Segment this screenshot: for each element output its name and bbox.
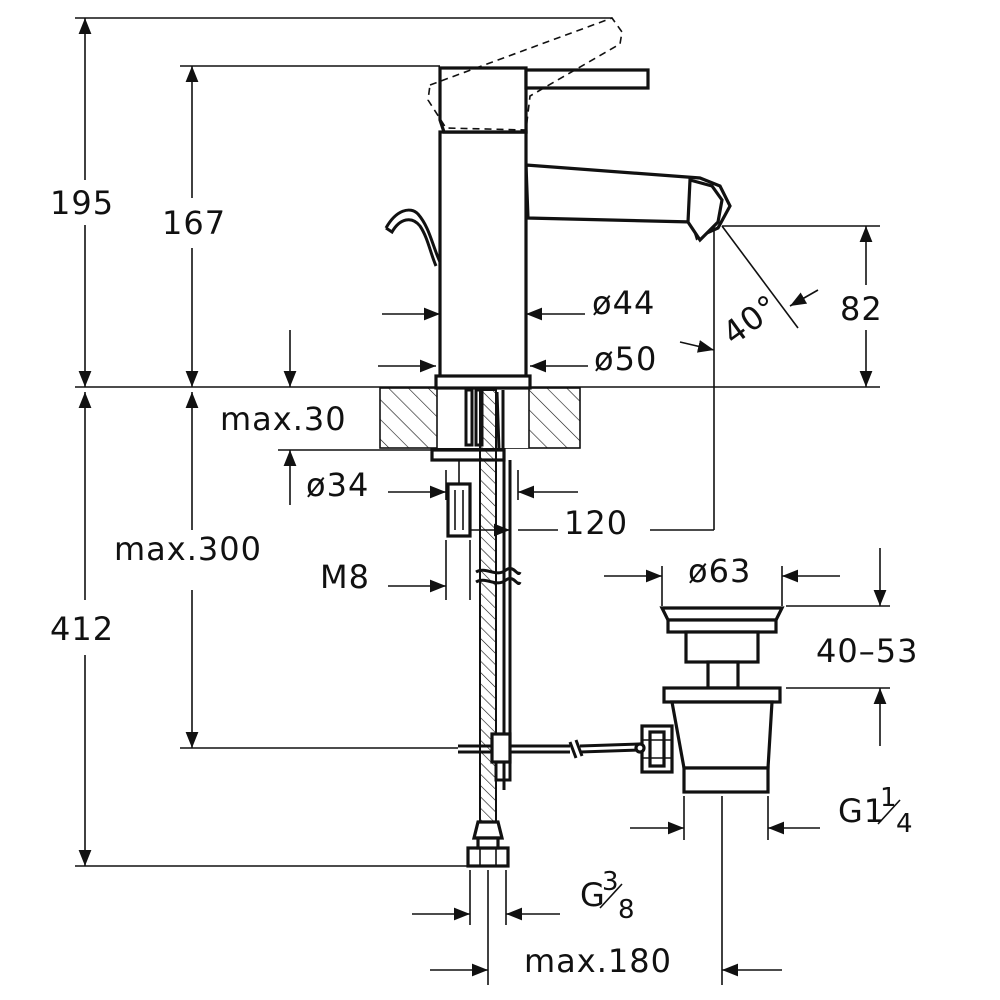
linkage-rod — [458, 732, 641, 782]
flex-hose — [466, 389, 522, 868]
label-max-thickness: max.30 — [220, 400, 347, 438]
svg-text:1: 1 — [880, 783, 897, 813]
label-diam-plug: ø63 — [688, 552, 751, 590]
label-max-offset: max.180 — [524, 942, 672, 980]
shank-assembly — [430, 388, 512, 790]
label-diam-body: ø44 — [592, 284, 655, 322]
label-hose-thread: G 3 8 — [580, 867, 635, 925]
faucet-body — [384, 17, 732, 390]
svg-text:3: 3 — [602, 867, 619, 897]
svg-text:G1: G1 — [838, 792, 885, 830]
label-spout-height: 82 — [840, 290, 883, 328]
label-diam-base: ø50 — [594, 340, 657, 378]
label-diam-shank: ø34 — [306, 466, 369, 504]
waste-valve — [634, 606, 785, 794]
label-below-total: 412 — [50, 610, 114, 648]
label-max-depth: max.300 — [114, 530, 262, 568]
svg-text:4: 4 — [896, 809, 913, 839]
label-plug-range: 40–53 — [816, 632, 918, 670]
label-waste-thread: G1 1 4 — [838, 783, 913, 839]
label-thread-rod: M8 — [320, 558, 370, 596]
svg-text:8: 8 — [618, 895, 635, 925]
dimension-lines — [75, 17, 890, 985]
label-reach: 120 — [564, 504, 628, 542]
label-height-total: 195 — [50, 184, 114, 222]
label-height-lever: 167 — [162, 204, 226, 242]
